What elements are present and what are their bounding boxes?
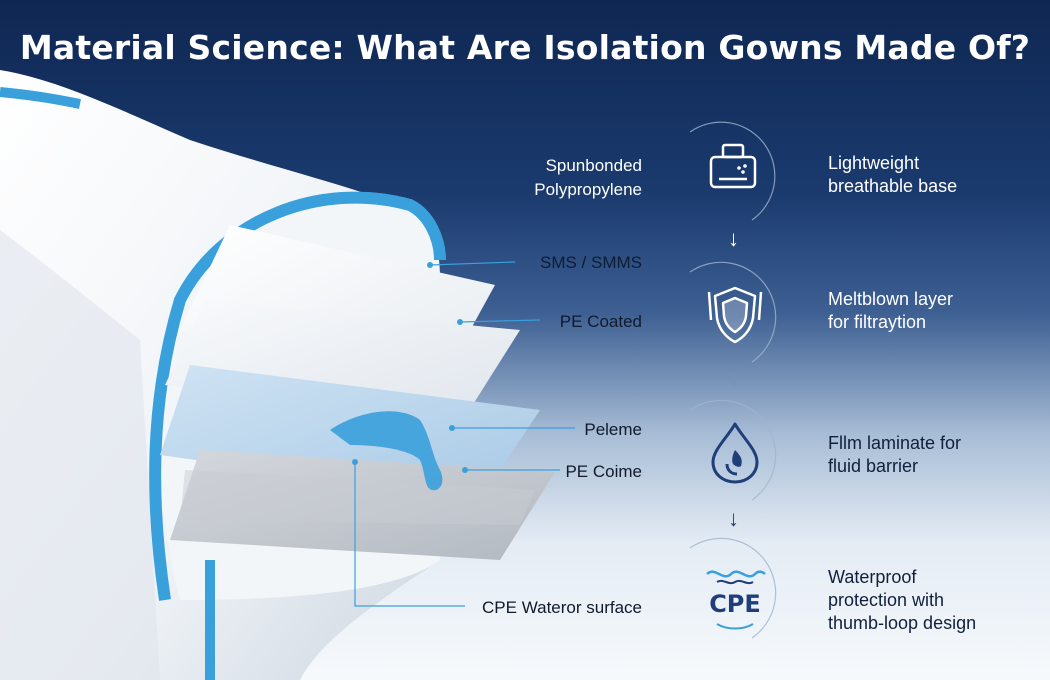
droplet-icon (711, 422, 759, 484)
step-2-description: Meltblown layer for filtraytion (828, 288, 953, 334)
step-4-description: Waterproof protection with thumb-loop de… (828, 566, 976, 635)
step-4-line-1: Waterproof (828, 567, 917, 587)
cpe-wave-icon (706, 570, 766, 585)
peleme-label: Peleme (584, 420, 642, 439)
shield-icon (707, 286, 763, 344)
sms-label: SMS / SMMS (539, 253, 642, 272)
page-title: Material Science: What Are Isolation Gow… (19, 28, 1031, 67)
spunbonded-label: Spunbonded Polypropylene (470, 154, 642, 202)
arrow-down-3: ↓ (728, 506, 739, 531)
arrow-down-2: ↓ (728, 366, 739, 391)
step-1-description: Lightweight breathable base (828, 152, 957, 198)
pe-coime-label: PE Coime (565, 462, 642, 481)
step-1-line-1: Lightweight (828, 153, 920, 173)
cpe-badge: CPE (709, 590, 761, 618)
spunbonded-label-line-1: Spunbonded (545, 156, 642, 175)
pe-coated-label: PE Coated (559, 312, 642, 331)
step-2-line-2: for filtraytion (828, 312, 927, 332)
step-3-line-2: fluid barrier (828, 456, 919, 476)
cpe-underline-icon (716, 623, 754, 630)
step-4-line-2: protection with (828, 590, 945, 610)
arrow-down-1: ↓ (728, 226, 739, 251)
cpe-surface-label: CPE Wateror surface (482, 598, 642, 617)
step-4-line-3: thumb-loop design (828, 613, 977, 633)
spunbonded-label-line-2: Polypropylene (534, 180, 642, 199)
printer-icon (709, 143, 757, 189)
step-3-description: Fllm laminate for fluid barrier (828, 432, 961, 478)
step-2-line-1: Meltblown layer (828, 289, 954, 309)
step-1-line-2: breathable base (828, 176, 958, 196)
step-3-line-1: Fllm laminate for (828, 433, 962, 453)
